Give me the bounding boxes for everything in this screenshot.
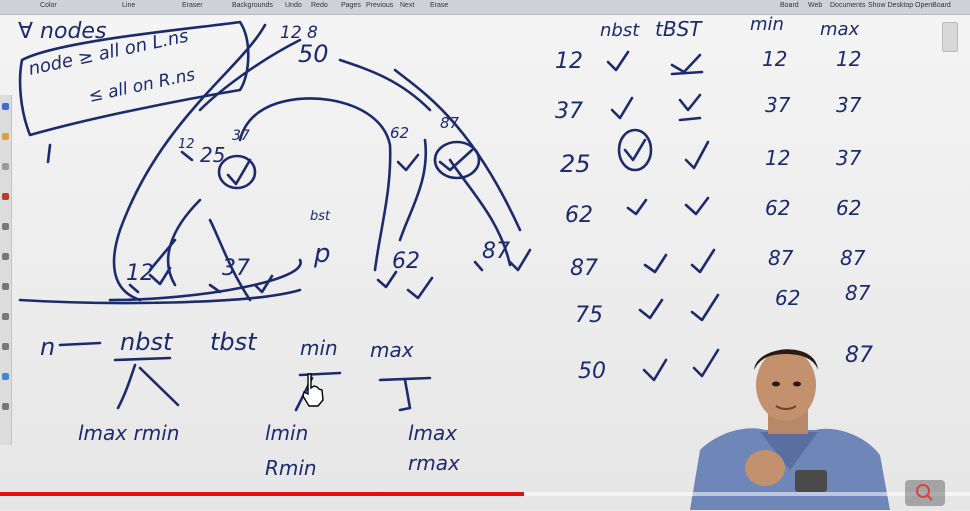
marker-tool-icon[interactable]	[2, 193, 9, 200]
table-cell-max: 12	[836, 47, 861, 71]
eraser-tool-icon[interactable]	[2, 163, 9, 170]
text-tool-icon[interactable]	[2, 373, 9, 380]
tree-p-label: p	[313, 239, 331, 269]
toolbar-next[interactable]: Next	[400, 2, 415, 9]
table-row-node: 75	[575, 303, 603, 328]
presenter-webcam	[690, 349, 890, 510]
toolbar-previous[interactable]: Previous	[366, 2, 394, 9]
toolbar-pages[interactable]: Pages	[341, 2, 361, 9]
formula-sub-min-1: lmin	[265, 421, 308, 445]
toolbar-line[interactable]: Line	[122, 2, 136, 9]
formula-sub-nbst: lmax rmin	[78, 421, 179, 445]
line-tool-icon[interactable]	[2, 343, 9, 350]
toolbar-board[interactable]: Board	[780, 2, 799, 9]
table-header-tbst: tBST	[655, 17, 703, 41]
toolbar-documents[interactable]: Documents	[830, 2, 866, 9]
formula-term-tbst: tbst	[210, 328, 258, 356]
toolbar-redo[interactable]: Redo	[311, 2, 328, 9]
toolbar-web[interactable]: Web	[808, 2, 823, 9]
table-row-node: 37	[555, 99, 583, 124]
tree-node-62: 62	[392, 249, 420, 274]
tree-node-25: 25	[200, 143, 225, 167]
left-tool-rail	[0, 95, 12, 445]
zoom-tool-icon[interactable]	[2, 283, 9, 290]
formula-term-nbst: nbst	[120, 328, 174, 356]
table-cell-min: 62	[765, 196, 790, 220]
table-cell-min: 12	[762, 47, 787, 71]
formula-sub-max-1: lmax	[408, 421, 457, 445]
table-row-node: 87	[570, 256, 598, 281]
toolbar-backgrounds[interactable]: Backgrounds	[232, 2, 273, 9]
table-cell-max: 37	[836, 146, 862, 170]
tree-root-node: 50	[298, 40, 329, 68]
table-cell-min: 87	[768, 246, 794, 270]
page-widget-icon[interactable]	[942, 22, 958, 52]
formula-lhs: n	[40, 333, 55, 361]
hand-cursor-icon	[302, 373, 324, 407]
capture-tool-icon[interactable]	[2, 403, 9, 410]
toolbar-color[interactable]: Color	[40, 2, 57, 9]
toolbar-erase[interactable]: Erase	[430, 2, 449, 9]
table-header-max: max	[820, 19, 860, 40]
formula-term-min: min	[300, 336, 338, 360]
select-tool-icon[interactable]	[2, 223, 9, 230]
table-cell-max: 87	[840, 246, 866, 270]
zoom-button[interactable]	[905, 480, 945, 506]
whiteboard-canvas[interactable]	[0, 15, 970, 510]
table-cell-max: 87	[845, 343, 873, 368]
tree-node-87: 87	[482, 239, 510, 264]
table-cell-min: 37	[765, 93, 791, 117]
tree-node-25-tag-max: 37	[232, 128, 250, 144]
tree-node-12: 12	[126, 261, 154, 286]
note-for-all-nodes: ∀ nodes	[18, 19, 106, 44]
formula-sub-max-2: rmax	[408, 451, 460, 475]
zoom-icon	[916, 484, 933, 501]
table-cell-min: 62	[775, 286, 800, 310]
table-header-nbst: nbst	[600, 20, 640, 41]
toolbar-openboard[interactable]: OpenBoard	[915, 2, 951, 9]
table-row-node: 62	[565, 203, 593, 228]
tree-node-37: 37	[222, 256, 250, 281]
laser-tool-icon[interactable]	[2, 313, 9, 320]
tree-node-25-tag-min: 12	[178, 137, 195, 152]
video-progress-fill	[0, 492, 524, 496]
tree-node-62-tag: 62	[390, 124, 409, 142]
table-cell-min: 12	[765, 146, 790, 170]
tree-bst-label: bst	[310, 209, 331, 224]
toolbar-undo[interactable]: Undo	[285, 2, 302, 9]
table-row-node: 12	[555, 49, 583, 74]
toolbar-eraser[interactable]: Eraser	[182, 2, 203, 9]
table-header-min: min	[750, 14, 784, 35]
table-cell-max: 87	[845, 281, 871, 305]
table-cell-max: 62	[836, 196, 861, 220]
highlighter-tool-icon[interactable]	[2, 133, 9, 140]
board-toolbar: Color Line Eraser Backgrounds Undo Redo …	[0, 0, 970, 15]
table-row-node: 25	[560, 150, 591, 178]
formula-term-max: max	[370, 338, 414, 362]
tree-root-label: 12 8	[280, 23, 318, 43]
toolbar-show-desktop[interactable]: Show Desktop	[868, 2, 914, 9]
video-progress-bar[interactable]	[0, 492, 970, 496]
hand-tool-icon[interactable]	[2, 253, 9, 260]
table-cell-max: 37	[836, 93, 862, 117]
formula-sub-min-2: Rmin	[265, 456, 317, 480]
tree-node-87-tag: 87	[440, 114, 460, 132]
table-row-node: 50	[578, 359, 606, 384]
pen-tool-icon[interactable]	[2, 103, 9, 110]
